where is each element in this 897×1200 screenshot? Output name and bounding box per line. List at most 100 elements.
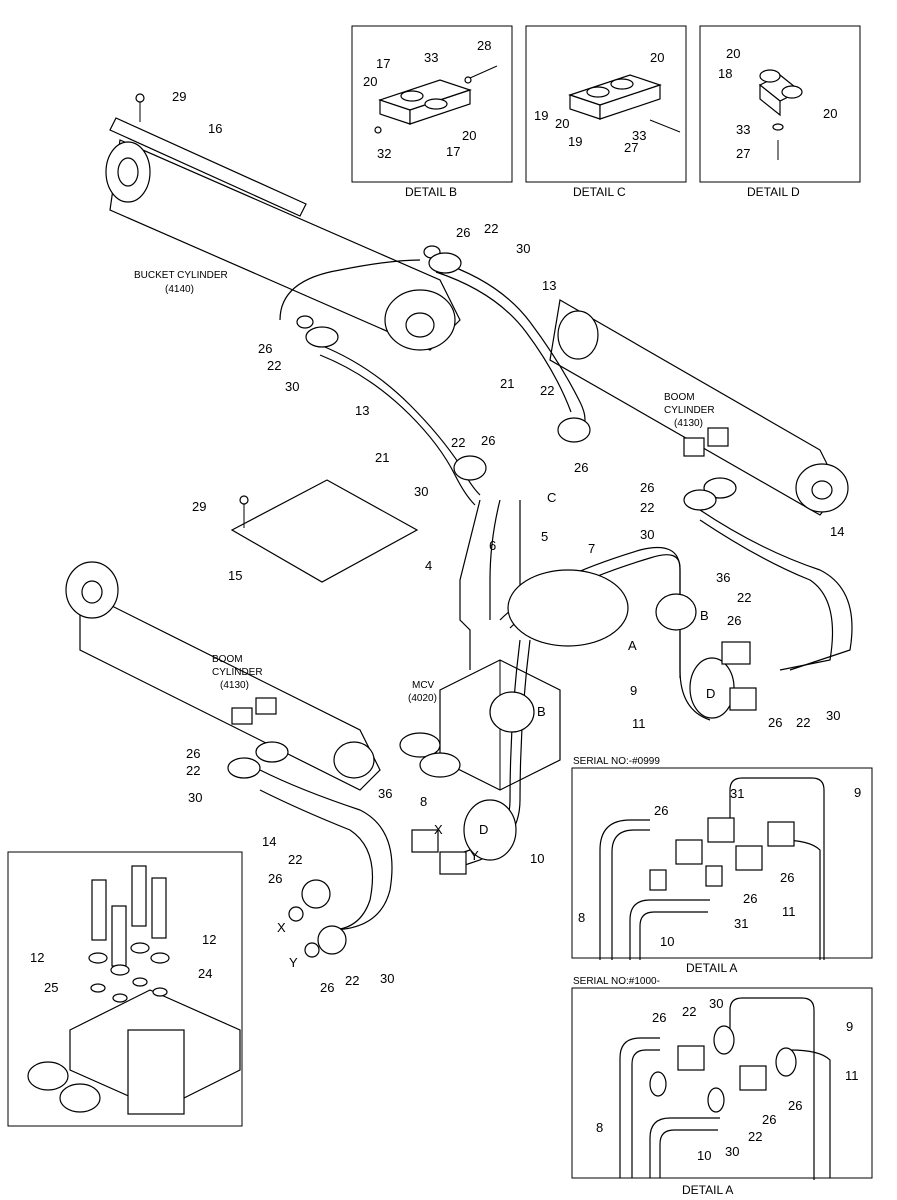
bucket-cylinder-label: BUCKET CYLINDER [134,270,228,281]
mcv-ref: (4020) [408,693,437,704]
callout: 7 [588,541,595,556]
detail-b-box: 17 33 28 20 20 32 17 DETAIL B [351,25,513,199]
callout: 6 [489,538,496,553]
detail-a-serial-1: SERIAL NO:-#0999 26 31 9 8 26 26 31 11 1… [571,756,873,975]
serial-label: SERIAL NO:-#0999 [573,756,660,767]
callout: 11 [782,904,796,919]
callout: 21 [500,376,514,391]
boom-cylinder-left-ref: (4130) [220,680,249,691]
callout: 4 [425,558,432,573]
callout: 32 [377,146,391,161]
callout: 9 [846,1019,853,1034]
callout: 22 [737,590,751,605]
callout: 26 [788,1098,802,1113]
callout: 26 [654,803,668,818]
boom-cylinder-right: BOOM CYLINDER (4130) [549,299,849,516]
boom-cylinder-left: BOOM CYLINDER (4130) [65,561,381,791]
hose-lines [227,245,853,958]
callout: 26 [762,1112,776,1127]
ref-a-label: A [628,638,637,653]
main-callouts: 29 16 26 22 30 13 26 22 30 13 21 21 22 2… [172,89,844,995]
y-port-label: Y [470,848,479,863]
ref-b-label: B [700,608,709,623]
callout: 22 [796,715,810,730]
boom-cylinder-right-label: BOOM [664,392,695,403]
callout: 30 [285,379,299,394]
callout: 26 [780,870,794,885]
callout: 31 [730,786,744,801]
callout: 30 [826,708,840,723]
callout: 8 [420,794,427,809]
callout: 20 [363,74,377,89]
detail-d-box: 20 18 20 33 27 DETAIL D [699,25,861,199]
callout: 12 [202,932,216,947]
callout: 26 [186,746,200,761]
detail-a-caption: DETAIL A [686,961,737,975]
callout: 12 [30,950,44,965]
callout: 26 [652,1010,666,1025]
boom-cylinder-left-label: BOOM [212,654,243,665]
cover-plate [230,479,419,583]
callout: 24 [198,966,212,981]
callout: 27 [736,146,750,161]
callout: 26 [743,891,757,906]
callout: 8 [596,1120,603,1135]
boom-cylinder-right-ref: (4130) [674,418,703,429]
detail-c-box: 20 19 20 19 33 27 DETAIL C [525,25,687,199]
boom-cylinder-left-label-2: CYLINDER [212,667,263,678]
callout: 10 [660,934,674,949]
callout: 26 [456,225,470,240]
callout: 11 [845,1068,859,1083]
callout: 20 [726,46,740,61]
mcv-valve: MCV (4020) [399,659,561,791]
callout: 27 [624,140,638,155]
boom-cylinder-right-label-2: CYLINDER [664,405,715,416]
callout: 22 [451,435,465,450]
y-port-label: Y [289,955,298,970]
callout: 30 [640,527,654,542]
callout: 17 [376,56,390,71]
callout: 33 [736,122,750,137]
detail-a-serial-2: SERIAL NO:#1000- 26 22 30 9 11 8 26 26 2… [571,976,873,1197]
ref-d-label: D [479,822,488,837]
callout: 20 [650,50,664,65]
callout: 30 [709,996,723,1011]
callout: 30 [414,484,428,499]
callout: 33 [424,50,438,65]
callout: 30 [380,971,394,986]
callout: 22 [288,852,302,867]
callout: 22 [345,973,359,988]
callout: 26 [727,613,741,628]
serial-label: SERIAL NO:#1000- [573,976,660,987]
callout: 26 [268,871,282,886]
callout: 36 [716,570,730,585]
detail-a-caption: DETAIL A [682,1183,733,1197]
callout: 26 [574,460,588,475]
ref-b-label: B [537,704,546,719]
detail-d-caption: DETAIL D [747,185,800,199]
ref-c-label: C [547,490,556,505]
callout: 29 [192,499,206,514]
callout: 20 [555,116,569,131]
callout: 26 [640,480,654,495]
callout: 20 [823,106,837,121]
callout: 26 [258,341,272,356]
callout: 26 [320,980,334,995]
x-port-label: X [434,822,443,837]
callout: 10 [530,851,544,866]
bucket-cylinder: BUCKET CYLINDER (4140) [105,93,461,351]
callout: 5 [541,529,548,544]
callout: 22 [186,763,200,778]
callout: 11 [632,716,646,731]
callout: 22 [640,500,654,515]
callout: 9 [630,683,637,698]
callout: 28 [477,38,491,53]
callout: 16 [208,121,222,136]
callout: 14 [830,524,844,539]
callout: 22 [748,1129,762,1144]
detail-b-caption: DETAIL B [405,185,457,199]
ref-d-label: D [706,686,715,701]
callout: 22 [484,221,498,236]
callout: 22 [682,1004,696,1019]
